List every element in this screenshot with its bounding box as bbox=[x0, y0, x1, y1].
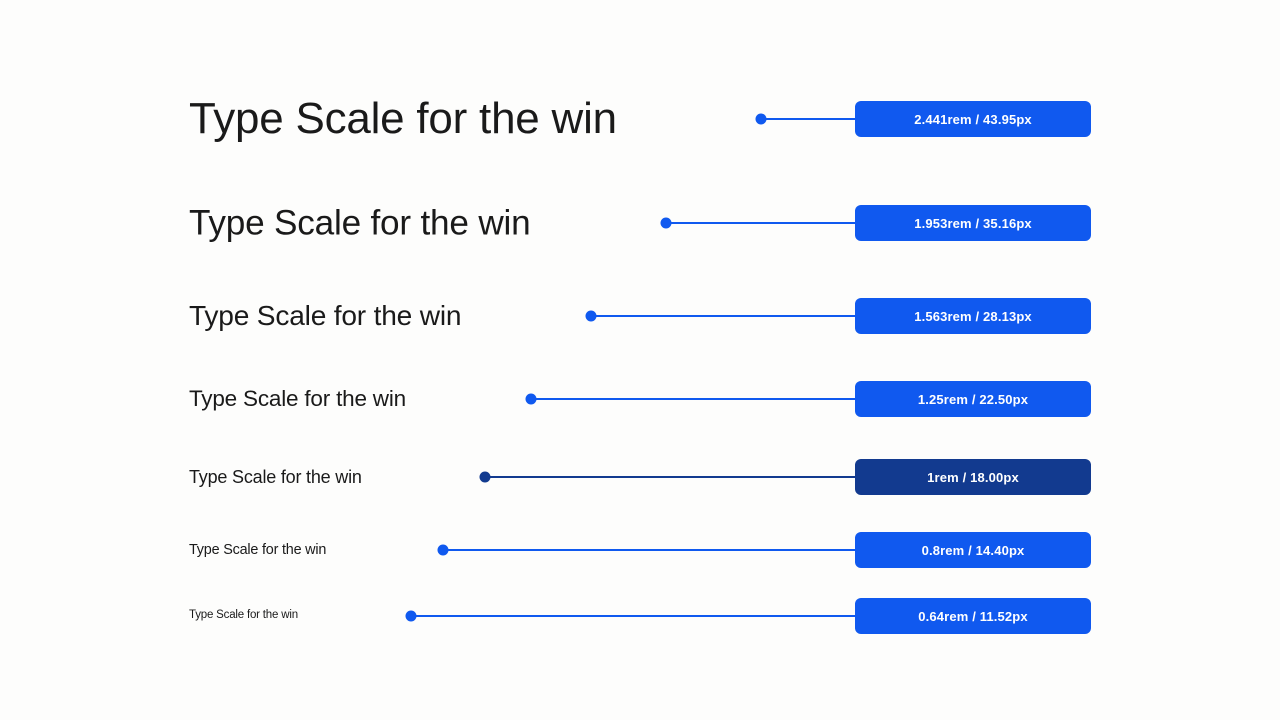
sample-text: Type Scale for the win bbox=[189, 609, 298, 622]
connector-line bbox=[411, 615, 855, 617]
sample-text: Type Scale for the win bbox=[189, 541, 327, 558]
size-badge[interactable]: 1.563rem / 28.13px bbox=[855, 298, 1091, 334]
connector-dot bbox=[437, 544, 449, 556]
connector-line bbox=[443, 549, 855, 551]
size-badge[interactable]: 0.8rem / 14.40px bbox=[855, 532, 1091, 568]
connector-dot bbox=[755, 113, 767, 125]
connector-dot bbox=[479, 471, 491, 483]
connector-dot bbox=[585, 310, 597, 322]
connector-line bbox=[666, 222, 855, 224]
connector-line bbox=[761, 118, 855, 120]
connector-dot bbox=[525, 393, 537, 405]
sample-text: Type Scale for the win bbox=[189, 299, 462, 331]
size-badge[interactable]: 2.441rem / 43.95px bbox=[855, 101, 1091, 137]
sample-text: Type Scale for the win bbox=[189, 94, 617, 144]
sample-text: Type Scale for the win bbox=[189, 385, 406, 411]
sample-text: Type Scale for the win bbox=[189, 467, 362, 487]
connector-dot bbox=[405, 610, 417, 622]
connector-dot bbox=[660, 217, 672, 229]
sample-text: Type Scale for the win bbox=[189, 203, 531, 243]
connector-line bbox=[531, 398, 855, 400]
size-badge[interactable]: 1.25rem / 22.50px bbox=[855, 381, 1091, 417]
connector-line bbox=[591, 315, 855, 317]
connector-line bbox=[485, 476, 855, 478]
size-badge[interactable]: 1rem / 18.00px bbox=[855, 459, 1091, 495]
size-badge[interactable]: 1.953rem / 35.16px bbox=[855, 205, 1091, 241]
size-badge[interactable]: 0.64rem / 11.52px bbox=[855, 598, 1091, 634]
